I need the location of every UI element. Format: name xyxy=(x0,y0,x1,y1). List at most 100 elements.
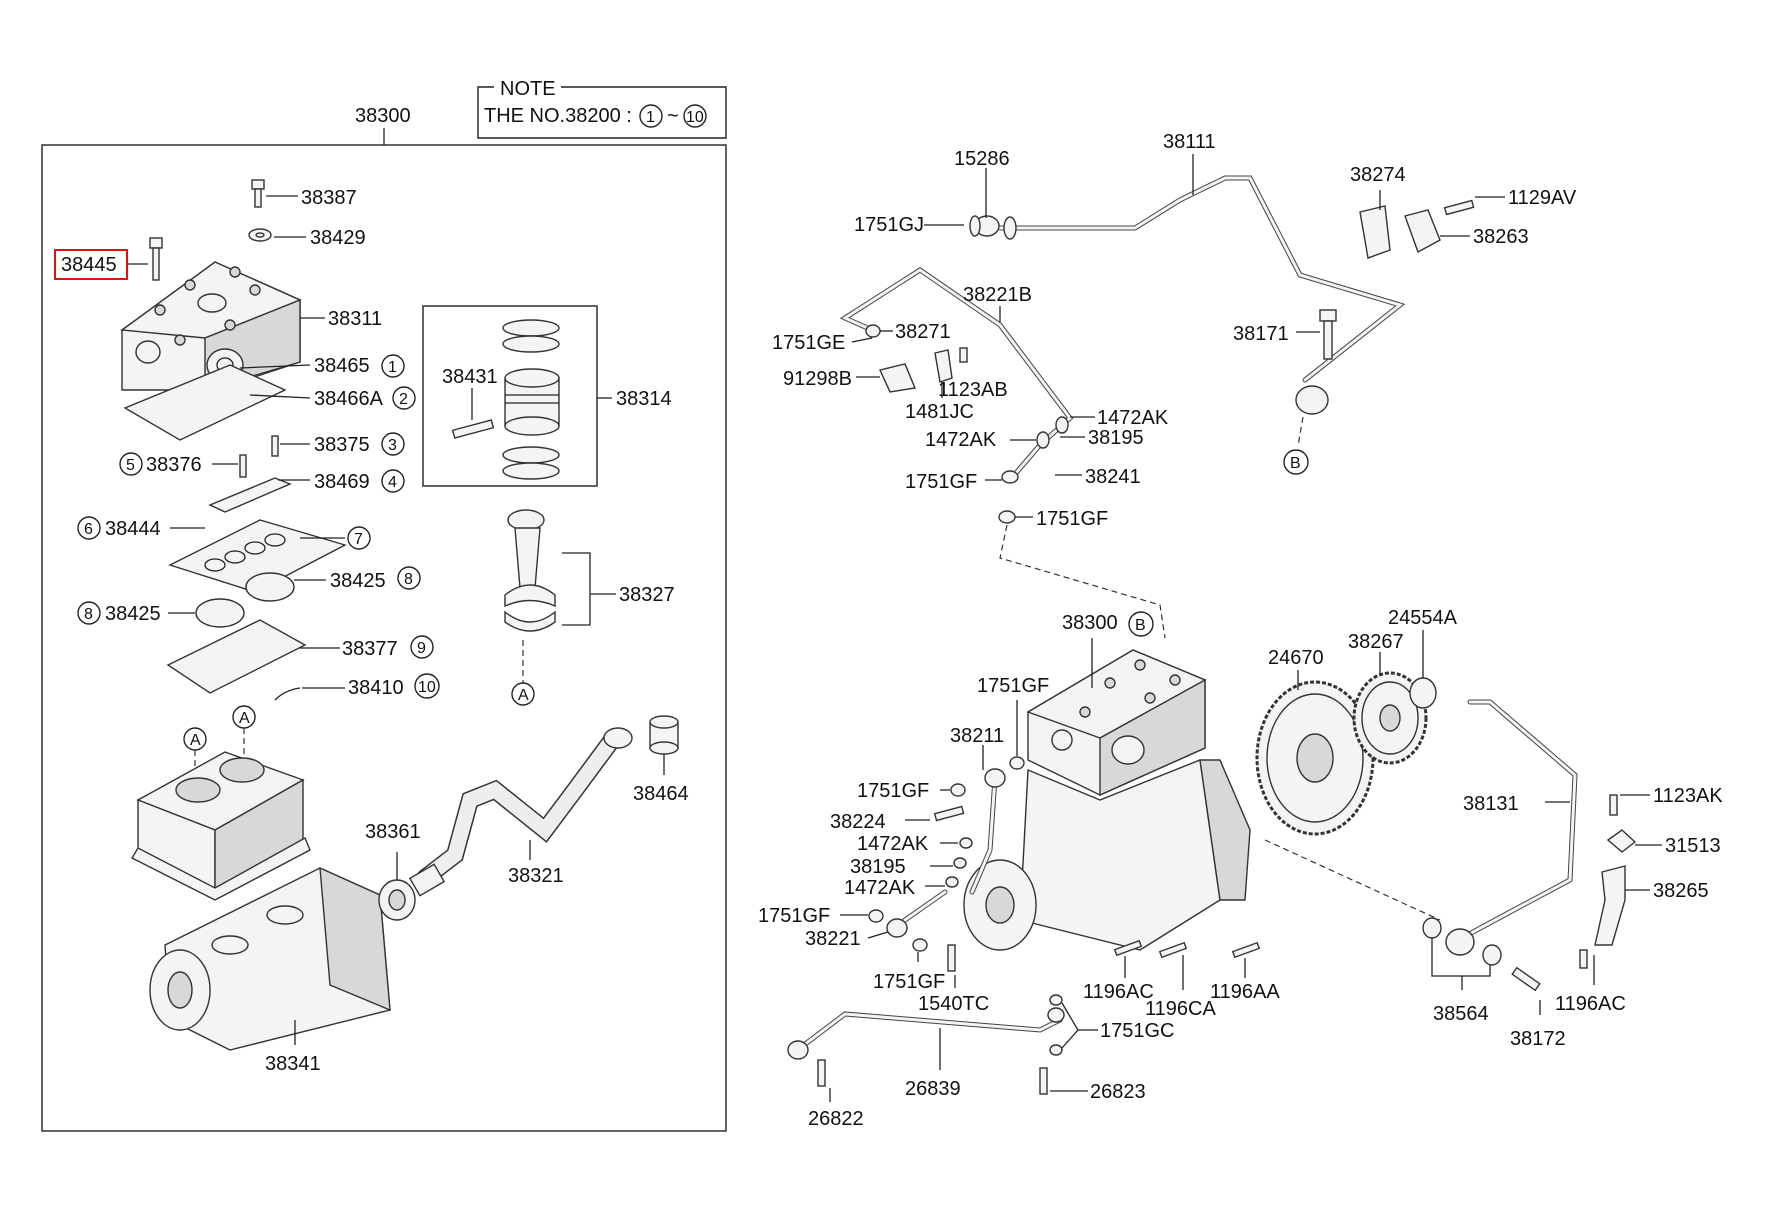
label-1751GF-d: 1751GF xyxy=(857,780,929,802)
label-38265: 38265 xyxy=(1653,880,1709,902)
label-38131: 38131 xyxy=(1463,793,1519,815)
label-38267: 38267 xyxy=(1348,631,1404,653)
label-38195-top: 38195 xyxy=(1088,427,1144,449)
washer-38429-icon xyxy=(248,228,272,242)
screw-1123AK-icon xyxy=(1609,794,1618,816)
gear-38267-icon xyxy=(1352,671,1428,765)
label-1196AC-b: 1196AC xyxy=(1555,993,1626,1015)
label-1472AK-top: 1472AK xyxy=(1097,407,1169,429)
label-38111: 38111 xyxy=(1163,131,1216,153)
note-box: NOTE THE NO.38200 : 1 ~ 10 xyxy=(477,78,727,139)
bolt-1129AV-icon xyxy=(1443,199,1475,216)
gear-24670-icon xyxy=(1255,680,1375,836)
label-38171: 38171 xyxy=(1233,323,1289,345)
label-38466A: 38466A xyxy=(314,388,384,410)
label-38375: 38375 xyxy=(314,434,370,456)
bracket-38265-icon xyxy=(1594,865,1626,946)
bolt-38172-icon xyxy=(1511,966,1541,992)
label-38314: 38314 xyxy=(616,388,672,410)
label-1196AC-a: 1196AC xyxy=(1083,981,1154,1003)
cylinder-head-38311-icon xyxy=(120,261,302,391)
label-1123AB: 1123AB xyxy=(938,379,1008,401)
bolt-1196AA-icon xyxy=(1231,941,1261,959)
label-26822: 26822 xyxy=(808,1108,864,1130)
seal-1472AK-d-icon xyxy=(945,876,959,888)
gasket-38377-icon xyxy=(166,619,307,694)
circle-38376: 5 xyxy=(126,457,135,474)
washer-38564-b-icon xyxy=(1482,944,1502,966)
label-38425a: 38425 xyxy=(330,570,386,592)
label-1481JC: 1481JC xyxy=(905,401,974,423)
label-1540TC: 1540TC xyxy=(918,993,989,1015)
label-1751GF-e: 1751GF xyxy=(758,905,830,927)
clip-1481JC-icon xyxy=(934,349,953,383)
label-38221B: 38221B xyxy=(963,284,1032,306)
ring-icon xyxy=(502,319,560,337)
label-1751GE: 1751GE xyxy=(772,332,845,354)
bolt-26823-icon xyxy=(1039,1067,1048,1095)
pipe-38111-icon xyxy=(969,175,1406,415)
circle-38377: 9 xyxy=(417,640,426,657)
circle-38466A: 2 xyxy=(399,391,408,408)
label-38445[interactable]: 38445 xyxy=(61,254,117,276)
seal-1472AK-top-icon xyxy=(1055,416,1069,434)
bolt-1196CA-icon xyxy=(1158,941,1188,959)
label-38377: 38377 xyxy=(342,638,398,660)
label-26823: 26823 xyxy=(1090,1081,1146,1103)
assembly-number: 38300 xyxy=(355,105,411,127)
bolt-1196AC-b-icon xyxy=(1579,949,1588,969)
label-38172: 38172 xyxy=(1510,1028,1566,1050)
washer-1751GF-e-icon xyxy=(868,909,884,923)
label-38241: 38241 xyxy=(1085,466,1141,488)
gasket-38466A-icon xyxy=(123,364,287,441)
bolt-1196AC-a-icon xyxy=(1113,939,1143,957)
label-38444: 38444 xyxy=(105,518,161,540)
piston-pin-icon xyxy=(451,419,495,439)
washer-1751GC-a-icon xyxy=(1049,994,1063,1006)
screw-1123AB-icon xyxy=(959,347,968,363)
washer-1751GF-b-icon xyxy=(998,510,1016,524)
ref-b-pipe: B xyxy=(1290,455,1301,472)
clip-31513-icon xyxy=(1606,829,1637,853)
bushing-38464-icon xyxy=(649,715,679,755)
label-38221: 38221 xyxy=(805,928,861,950)
label-38361: 38361 xyxy=(365,821,421,843)
piston-38431-icon xyxy=(504,368,560,436)
label-38464: 38464 xyxy=(633,783,689,805)
connecting-rod-38327-icon xyxy=(504,509,556,632)
circle-7: 7 xyxy=(354,531,363,548)
note-range-start: 1 xyxy=(646,109,655,126)
label-38429: 38429 xyxy=(310,227,366,249)
bracket-91298B-icon xyxy=(879,363,916,393)
label-38263: 38263 xyxy=(1473,226,1529,248)
seal-1472AK-mid-icon xyxy=(1036,431,1050,449)
label-38321: 38321 xyxy=(508,865,564,887)
label-38327: 38327 xyxy=(619,584,675,606)
circle-38425a: 8 xyxy=(404,571,413,588)
piston-group-box xyxy=(422,305,598,487)
label-38469: 38469 xyxy=(314,471,370,493)
washer-1751GC-b-icon xyxy=(1049,1044,1063,1056)
fitting-38271-icon xyxy=(865,324,881,338)
circle-38410: 10 xyxy=(418,679,436,696)
label-1751GJ: 1751GJ xyxy=(854,214,924,236)
label-1751GF-f: 1751GF xyxy=(873,971,945,993)
ref-b-compressor: B xyxy=(1135,617,1146,634)
pipe-38131-icon xyxy=(1445,699,1578,956)
washer-1751GF-a-icon xyxy=(1001,470,1019,484)
screw-38375-icon xyxy=(271,435,279,457)
label-1196CA: 1196CA xyxy=(1145,998,1216,1020)
circle-38444: 6 xyxy=(84,521,93,538)
bracket-38274-icon xyxy=(1359,205,1391,259)
seal-1472AK-c-icon xyxy=(959,837,973,849)
label-38211: 38211 xyxy=(950,725,1004,747)
bolt-38224-icon xyxy=(933,805,965,822)
label-38274: 38274 xyxy=(1350,164,1406,186)
washer-1751GF-f-icon xyxy=(912,938,928,952)
bolt-38445-icon xyxy=(149,237,163,281)
disc-38425b-icon xyxy=(195,598,245,628)
note-text: THE NO.38200 : xyxy=(484,105,632,127)
label-38564: 38564 xyxy=(1433,1003,1489,1025)
bolt-1540TC-icon xyxy=(947,944,956,972)
